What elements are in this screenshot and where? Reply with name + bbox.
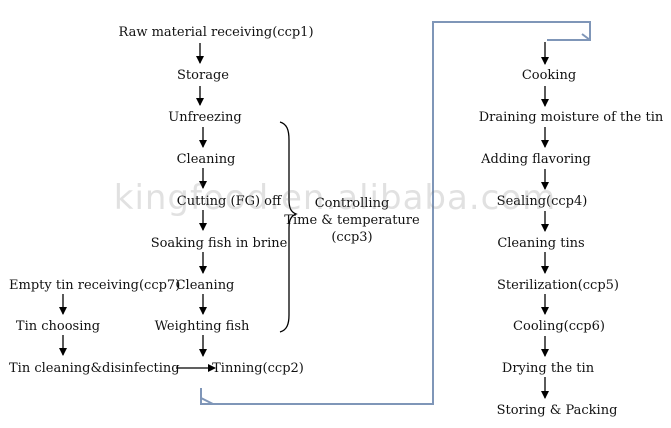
step-soaking-fish: Soaking fish in brine (150, 236, 288, 251)
step-cooling: Cooling(ccp6) (513, 319, 605, 334)
brace-note-line-3: (ccp3) (331, 230, 373, 245)
step-cooking: Cooking (521, 68, 577, 83)
step-raw-material-receiving: Raw material receiving(ccp1) (118, 25, 314, 40)
step-draining-moisture: Draining moisture of the tin (478, 110, 664, 125)
step-cleaning-2: Cleaning (175, 278, 235, 293)
brace-note-line-1: Controlling (314, 196, 390, 211)
step-cleaning-1: Cleaning (176, 152, 236, 167)
step-storage: Storage (177, 68, 229, 83)
step-adding-flavoring: Adding flavoring (481, 152, 591, 167)
step-tin-cleaning-disinfecting: Tin cleaning&disinfecting (9, 361, 180, 376)
step-sterilization: Sterilization(ccp5) (497, 278, 619, 293)
step-empty-tin-receiving: Empty tin receiving(ccp7) (9, 278, 181, 293)
step-weighting-fish: Weighting fish (154, 319, 250, 334)
step-tinning: Tinning(ccp2) (212, 361, 304, 376)
grouping-brace (279, 121, 298, 333)
step-cleaning-tins: Cleaning tins (497, 236, 585, 251)
step-tin-choosing: Tin choosing (15, 319, 101, 334)
brace-note: Controlling Time & temperature (ccp3) (284, 195, 419, 246)
step-storing-packing: Storing & Packing (496, 403, 618, 418)
connector-corner-mark (581, 33, 591, 41)
step-unfreezing: Unfreezing (168, 110, 242, 125)
brace-note-line-2: Time & temperature (284, 213, 420, 228)
step-cutting: Cutting (FG) off (176, 194, 282, 209)
step-sealing: Sealing(ccp4) (496, 194, 588, 209)
tin-branch-arrows (59, 294, 216, 372)
left-column-arrows (196, 43, 207, 357)
connector-tail-mark (200, 397, 214, 405)
step-drying-tin: Drying the tin (501, 361, 595, 376)
